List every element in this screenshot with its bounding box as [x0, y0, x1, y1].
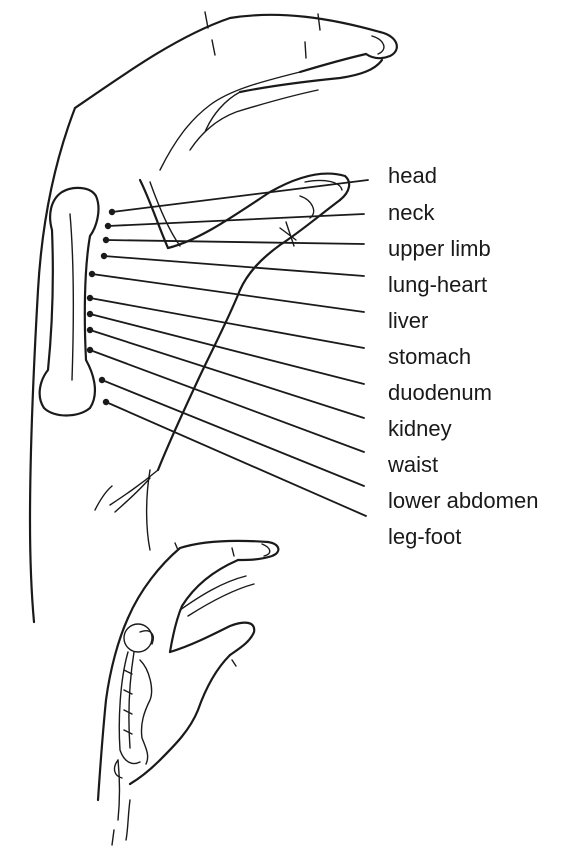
leader-line	[102, 380, 364, 486]
reflex-point	[99, 377, 105, 383]
reflex-point	[87, 295, 93, 301]
reflex-point	[89, 271, 95, 277]
reflex-point	[101, 253, 107, 259]
label-waist: waist	[388, 452, 438, 478]
label-upper-limb: upper limb	[388, 236, 491, 262]
mini-body-figure	[115, 624, 154, 778]
reflex-point	[87, 327, 93, 333]
small-hand-outline	[98, 541, 278, 845]
label-kidney: kidney	[388, 416, 452, 442]
label-leg-foot: leg-foot	[388, 524, 461, 550]
reflex-point	[87, 347, 93, 353]
reflex-point-leaders	[87, 180, 368, 516]
reflex-point	[109, 209, 115, 215]
label-head: head	[388, 163, 437, 189]
leader-line	[106, 240, 364, 244]
label-duodenum: duodenum	[388, 380, 492, 406]
leader-line	[104, 256, 364, 276]
leader-line	[108, 214, 364, 226]
label-stomach: stomach	[388, 344, 471, 370]
reflex-point	[105, 223, 111, 229]
label-liver: liver	[388, 308, 428, 334]
reflex-point	[103, 237, 109, 243]
label-neck: neck	[388, 200, 434, 226]
reflex-point	[87, 311, 93, 317]
leader-line	[90, 350, 364, 452]
metacarpal-bone	[40, 188, 99, 416]
label-lung-heart: lung-heart	[388, 272, 487, 298]
reflex-point	[103, 399, 109, 405]
label-lower-abdomen: lower abdomen	[388, 488, 538, 514]
leader-line	[106, 402, 366, 516]
